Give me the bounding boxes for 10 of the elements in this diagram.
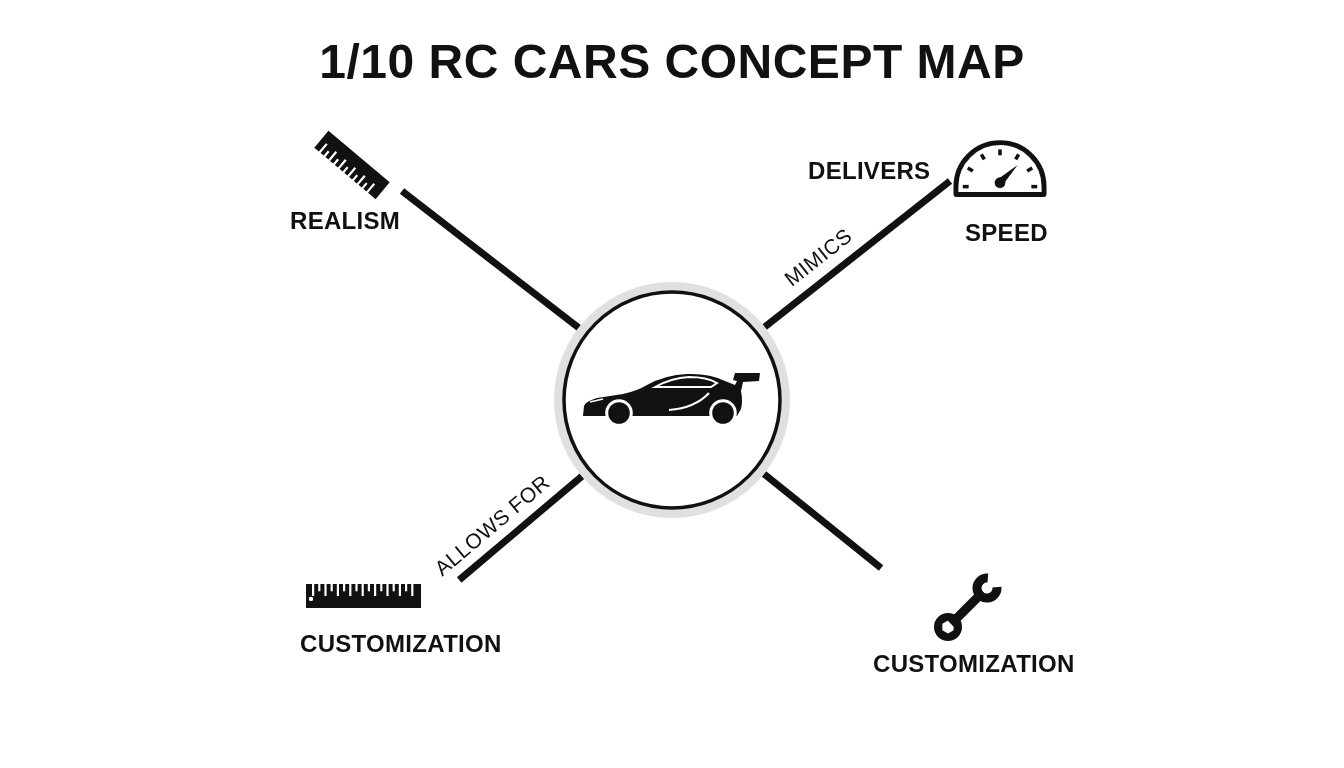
connector-line (456, 473, 585, 583)
connector-line (399, 188, 581, 331)
concept-label: CUSTOMIZATION (300, 632, 502, 656)
diagram-title: 1/10 RC CARS CONCEPT MAP (319, 38, 1025, 86)
connector-line (761, 471, 884, 571)
concept-label: REALISM (290, 209, 401, 233)
concept-label: SPEED (965, 221, 1048, 245)
relation-label: DELIVERS (808, 159, 931, 183)
connector-line (762, 178, 953, 330)
concept-label: CUSTOMIZATION (873, 652, 1075, 676)
